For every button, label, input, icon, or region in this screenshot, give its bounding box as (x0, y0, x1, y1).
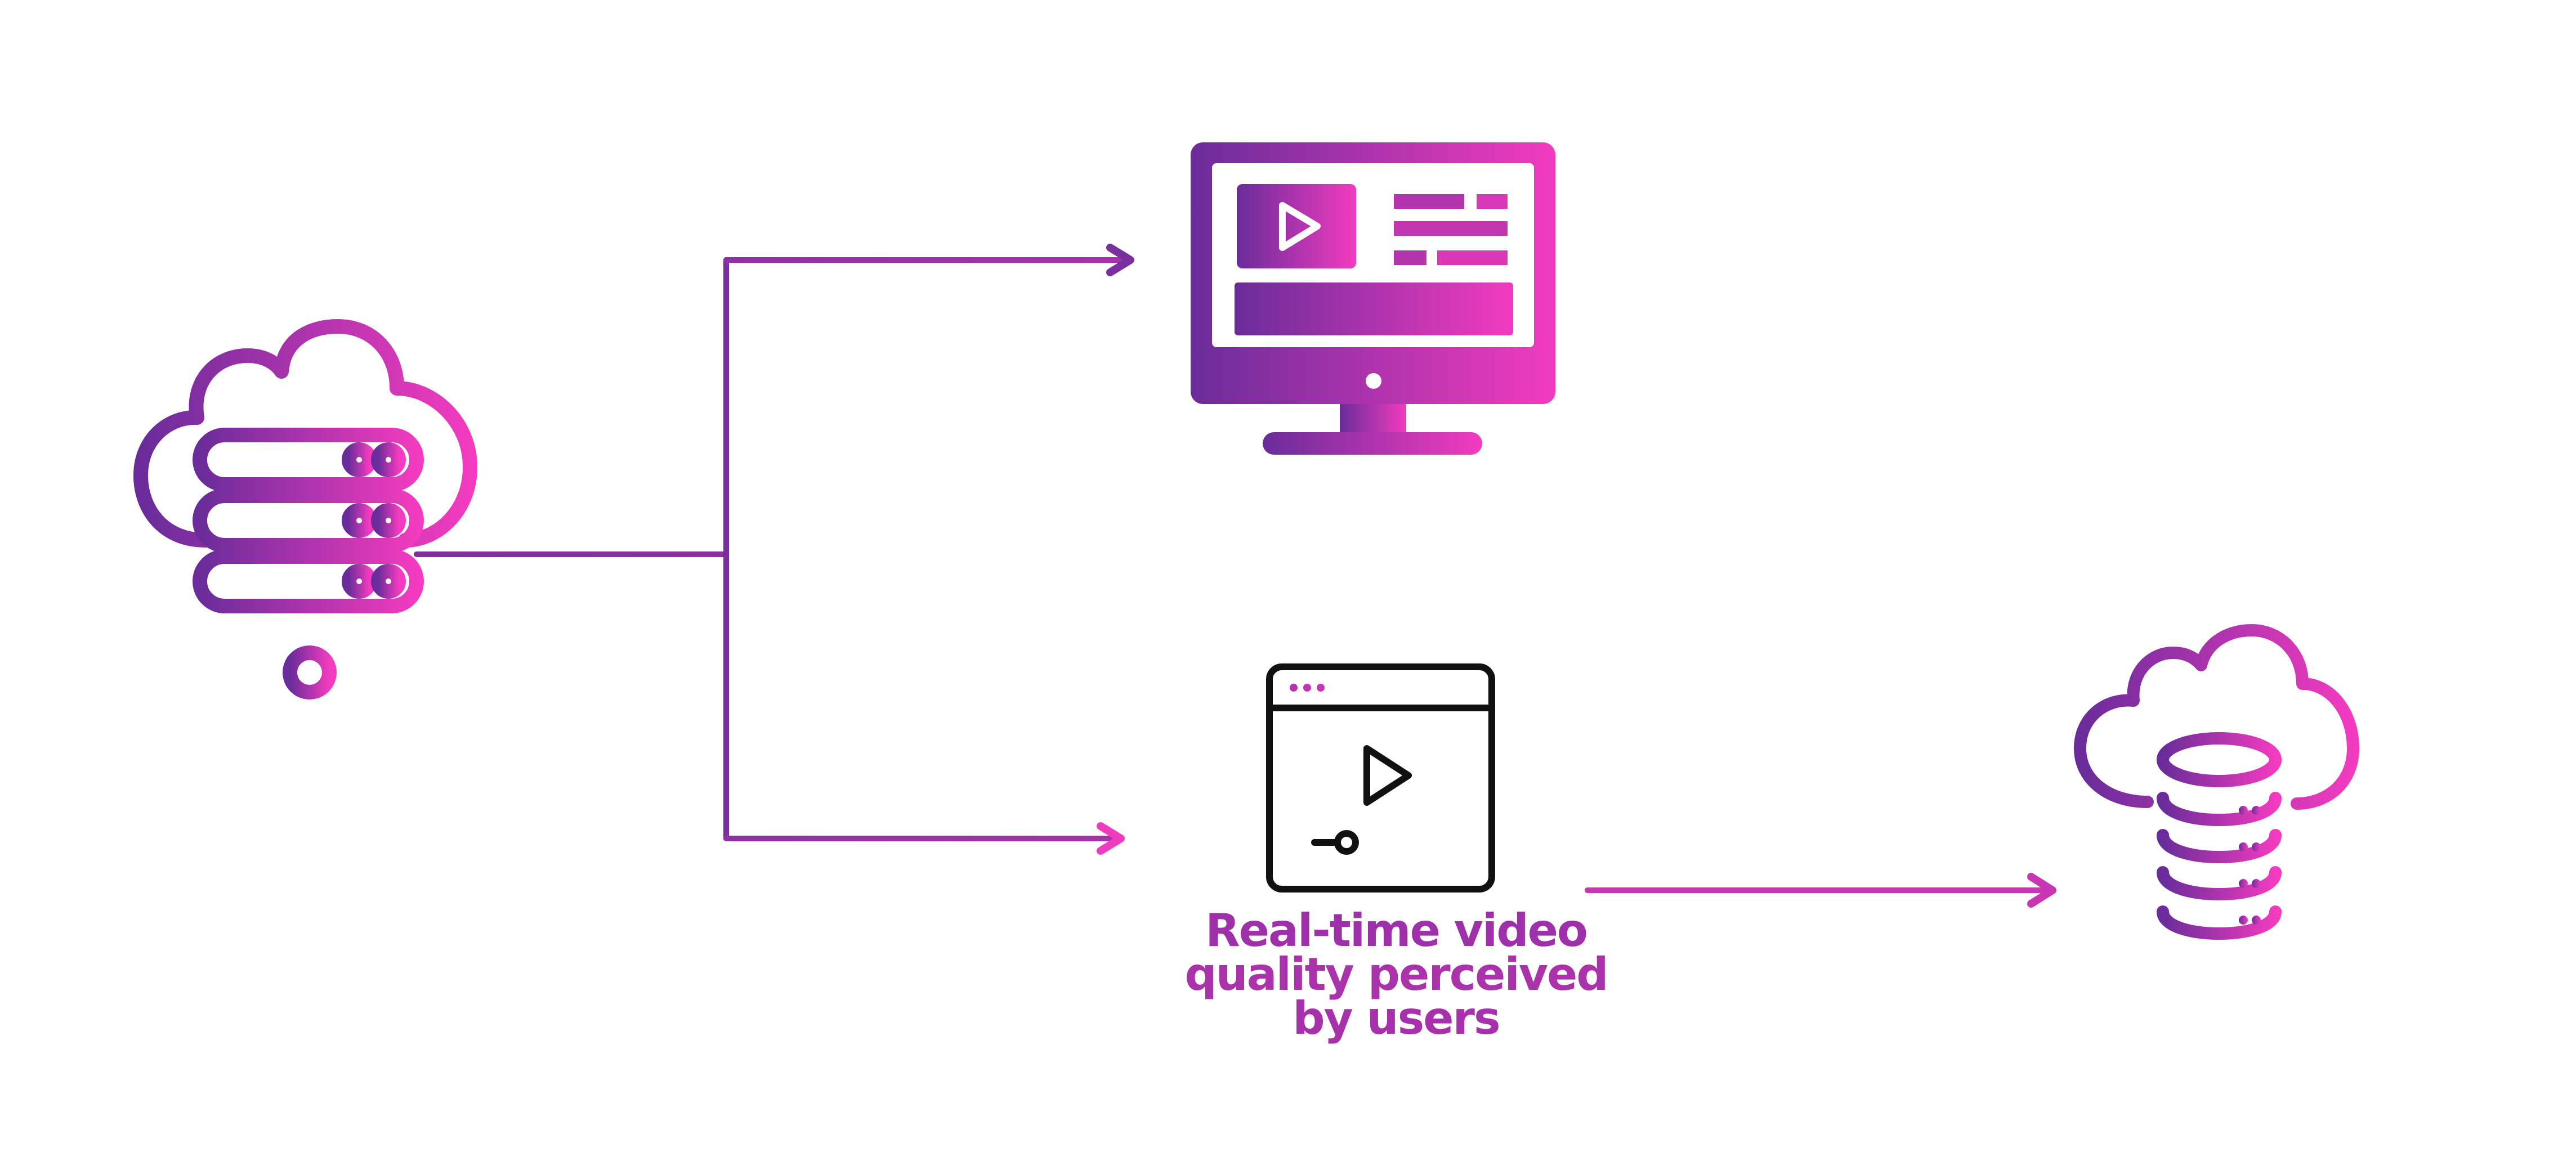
arrowhead-to-database (2027, 873, 2056, 908)
caption-line: by users (1293, 992, 1500, 1044)
database-indicator-dots (2239, 806, 2261, 925)
play-icon (1279, 202, 1321, 251)
caption-line: quality perceived (1184, 948, 1608, 1001)
monitor-video-icon (1191, 142, 1555, 455)
video-quality-caption: Real-time video quality perceived by use… (1148, 904, 1644, 1044)
play-icon (1363, 745, 1412, 806)
caption-line: Real-time video (1205, 904, 1588, 957)
connector-lines (414, 244, 2056, 908)
arrowhead-to-monitor (1106, 244, 1134, 276)
cloud-server-icon (133, 319, 477, 699)
arrowhead-to-video-player (1097, 822, 1125, 855)
cloud-database-icon (2074, 624, 2359, 940)
video-player-window-icon (1266, 663, 1495, 893)
scrubber-handle (1334, 830, 1359, 855)
